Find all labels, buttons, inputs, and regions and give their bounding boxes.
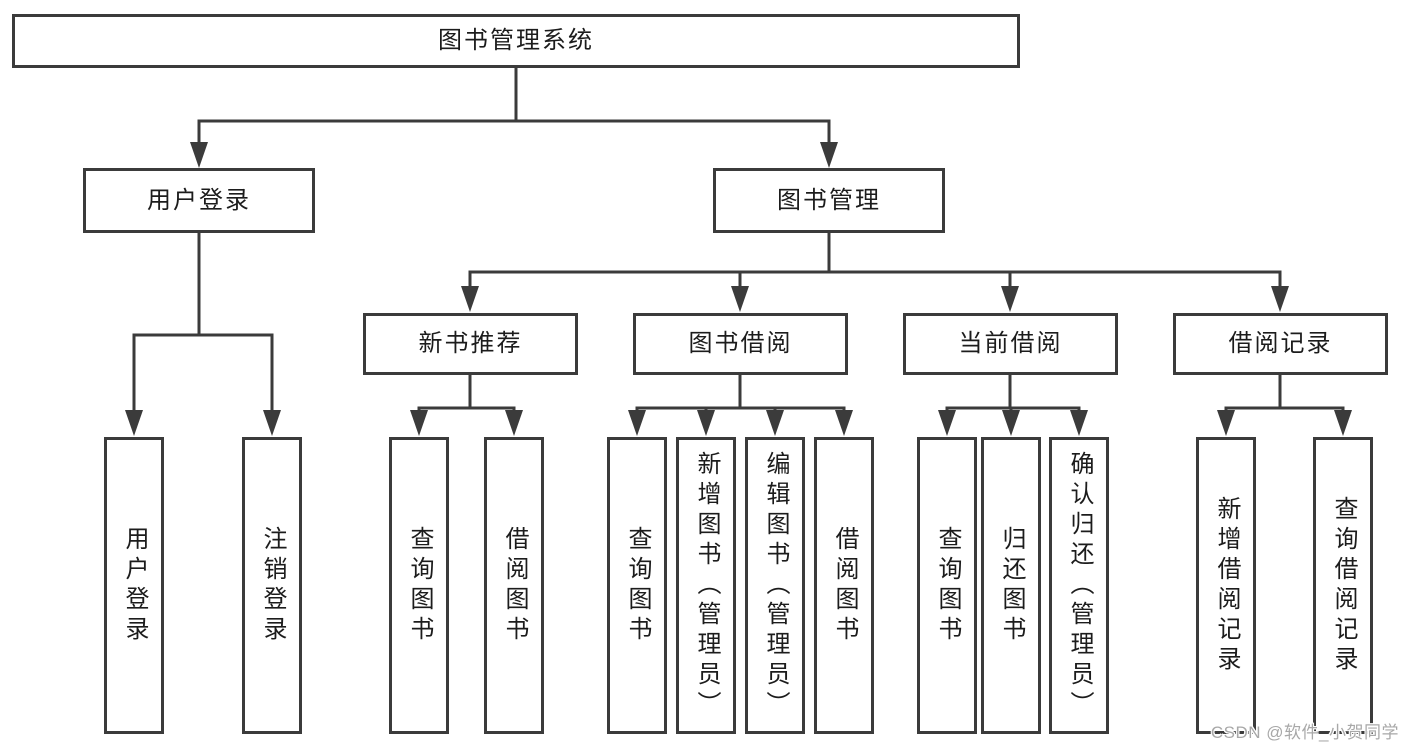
node-leaf-query-books-borrowing: 查询图书 bbox=[607, 437, 667, 734]
node-book-borrowing: 图书借阅 bbox=[633, 313, 848, 375]
node-library-management-system: 图书管理系统 bbox=[12, 14, 1020, 68]
node-leaf-confirm-return-admin: 确认归还（管理员） bbox=[1049, 437, 1109, 734]
node-book-management: 图书管理 bbox=[713, 168, 945, 233]
node-leaf-borrow-books-recommend: 借阅图书 bbox=[484, 437, 544, 734]
node-leaf-query-books-recommend: 查询图书 bbox=[389, 437, 449, 734]
node-borrowing-records: 借阅记录 bbox=[1173, 313, 1388, 375]
node-leaf-add-book-admin: 新增图书（管理员） bbox=[676, 437, 736, 734]
node-user-login: 用户登录 bbox=[83, 168, 315, 233]
node-leaf-return-book: 归还图书 bbox=[981, 437, 1041, 734]
node-new-book-recommendation: 新书推荐 bbox=[363, 313, 578, 375]
watermark-text: CSDN @软件_小贺同学 bbox=[1210, 723, 1399, 742]
node-leaf-logout: 注销登录 bbox=[242, 437, 302, 734]
node-leaf-query-borrow-record: 查询借阅记录 bbox=[1313, 437, 1373, 734]
node-leaf-borrow-books-borrowing: 借阅图书 bbox=[814, 437, 874, 734]
node-leaf-edit-book-admin: 编辑图书（管理员） bbox=[745, 437, 805, 734]
node-leaf-user-login: 用户登录 bbox=[104, 437, 164, 734]
node-current-borrowing: 当前借阅 bbox=[903, 313, 1118, 375]
node-leaf-query-books-current: 查询图书 bbox=[917, 437, 977, 734]
node-leaf-add-borrow-record: 新增借阅记录 bbox=[1196, 437, 1256, 734]
